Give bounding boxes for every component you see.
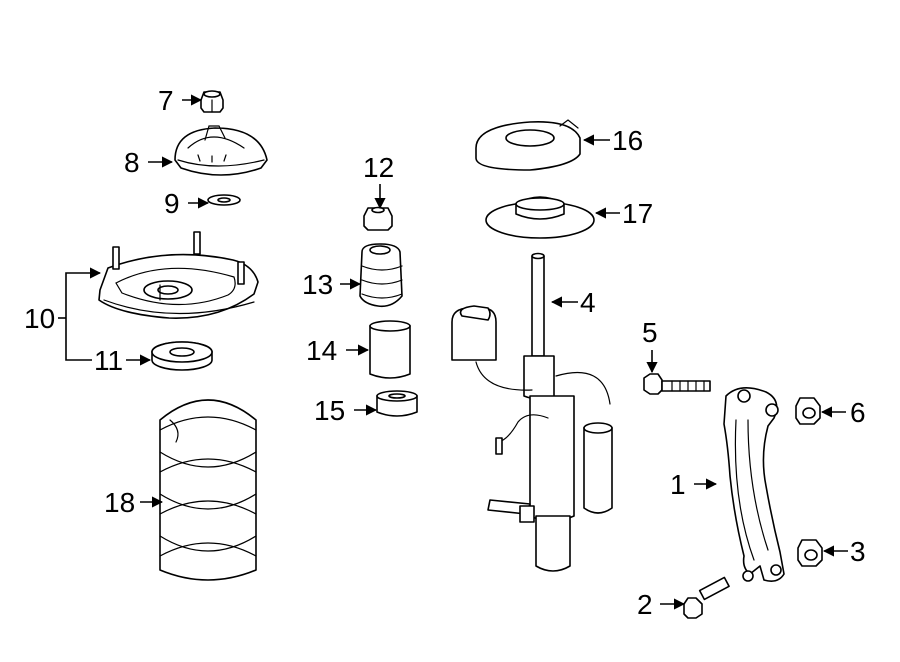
part-10-strut-mount [98,231,259,319]
part-15-isolator [376,390,418,417]
callout-6: 6 [850,397,866,428]
part-7-nut [200,90,224,113]
callout-12: 12 [363,152,394,183]
part-6-nut [795,397,821,425]
part-18-coil-spring [159,399,257,581]
callout-4: 4 [580,287,596,318]
part-16-spring-seat [475,119,581,171]
callout-18: 18 [104,487,135,518]
callout-9: 9 [164,188,180,219]
callout-16: 16 [612,125,643,156]
part-3-nut [797,539,823,567]
part-8-upper-mount [174,125,268,176]
part-17-insulator [485,196,595,239]
part-14-dust-boot [369,320,411,379]
callout-5: 5 [642,317,658,348]
leader-10-upper [65,267,102,318]
part-9-washer [207,194,241,206]
part-5-bolt [643,373,711,395]
callout-8: 8 [124,147,140,178]
callout-7: 7 [158,85,174,116]
callout-11: 11 [94,345,123,376]
part-4-strut [451,252,613,572]
part-2-bolt [683,576,730,619]
part-1-knuckle-arm [723,387,785,582]
callout-17: 17 [622,198,653,229]
callout-14: 14 [306,335,337,366]
callout-2: 2 [637,589,653,620]
callout-10: 10 [24,303,55,334]
callout-3: 3 [850,536,866,567]
part-11-washer [151,341,213,371]
leader-10-lower [65,318,92,361]
leader-lines [58,94,848,610]
callout-1: 1 [670,469,686,500]
part-13-bump-stop [359,243,403,308]
part-12-nut [363,206,393,231]
callout-15: 15 [314,395,345,426]
callout-13: 13 [302,269,333,300]
callout-labels: 1 2 3 4 5 6 7 8 9 10 11 12 13 14 15 16 1… [24,85,866,620]
